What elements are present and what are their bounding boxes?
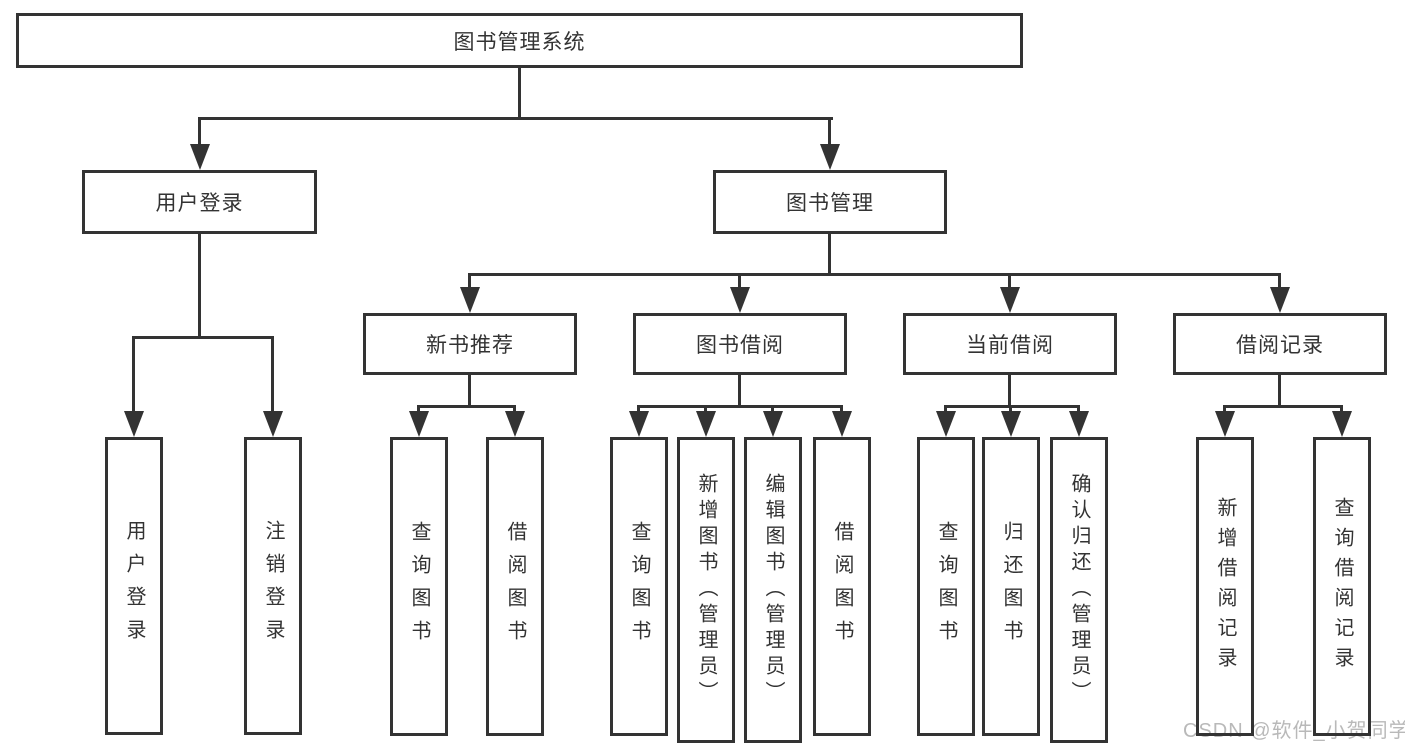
arrowhead-icon xyxy=(936,411,956,437)
connector-new-book-hline xyxy=(417,405,516,408)
leaf-confirm-return-admin-label: 确认归还（管理员） xyxy=(1068,473,1090,707)
leaf-query-books-current-label: 查询图书 xyxy=(935,520,957,653)
connector-book-mgmt-drop-3 xyxy=(1008,273,1011,290)
leaf-borrow-books-label: 借阅图书 xyxy=(831,520,853,653)
node-new-book-recommend-label: 新书推荐 xyxy=(426,334,514,357)
arrowhead-icon xyxy=(124,411,144,437)
connector-borrowing-drop-4 xyxy=(840,405,843,414)
connector-book-mgmt-drop-4 xyxy=(1278,273,1281,290)
leaf-add-borrow-record: 新增借阅记录 xyxy=(1196,437,1254,736)
arrowhead-icon xyxy=(629,411,649,437)
connector-borrowing-hline xyxy=(637,405,843,408)
arrowhead-icon xyxy=(730,287,750,313)
arrowhead-icon xyxy=(1069,411,1089,437)
connector-user-login-drop-1 xyxy=(132,336,135,414)
arrowhead-icon xyxy=(1001,411,1021,437)
leaf-query-books-current: 查询图书 xyxy=(917,437,975,736)
connector-user-login-stem xyxy=(198,234,201,339)
node-new-book-recommend: 新书推荐 xyxy=(363,313,577,375)
connector-current-drop-3 xyxy=(1077,405,1080,414)
connector-current-hline xyxy=(944,405,1080,408)
connector-book-mgmt-drop-2 xyxy=(738,273,741,290)
arrowhead-icon xyxy=(763,411,783,437)
leaf-borrow-books-recommend-label: 借阅图书 xyxy=(504,520,526,653)
connector-records-hline xyxy=(1223,405,1343,408)
arrowhead-icon xyxy=(263,411,283,437)
arrowhead-icon xyxy=(505,411,525,437)
connector-book-mgmt-stem xyxy=(828,234,831,276)
leaf-add-borrow-record-label: 新增借阅记录 xyxy=(1214,496,1236,677)
arrowhead-icon xyxy=(1332,411,1352,437)
connector-records-stem xyxy=(1278,375,1281,408)
node-borrowing-records-label: 借阅记录 xyxy=(1236,334,1324,357)
node-book-management: 图书管理 xyxy=(713,170,947,234)
connector-records-drop-2 xyxy=(1340,405,1343,414)
connector-current-drop-2 xyxy=(1009,405,1012,414)
leaf-query-borrow-record-label: 查询借阅记录 xyxy=(1331,496,1353,677)
connector-borrowing-drop-1 xyxy=(637,405,640,414)
leaf-query-borrow-record: 查询借阅记录 xyxy=(1313,437,1371,736)
connector-new-book-stem xyxy=(468,375,471,408)
leaf-logout-label: 注销登录 xyxy=(262,520,284,652)
arrowhead-icon xyxy=(1000,287,1020,313)
leaf-add-books-admin: 新增图书（管理员） xyxy=(677,437,735,743)
node-book-management-label: 图书管理 xyxy=(786,192,874,215)
node-borrowing-records: 借阅记录 xyxy=(1173,313,1387,375)
node-current-borrowing: 当前借阅 xyxy=(903,313,1117,375)
connector-borrowing-drop-3 xyxy=(771,405,774,414)
connector-root-stem xyxy=(518,68,521,120)
leaf-confirm-return-admin: 确认归还（管理员） xyxy=(1050,437,1108,743)
node-user-login: 用户登录 xyxy=(82,170,317,234)
leaf-user-login-label: 用户登录 xyxy=(123,520,145,652)
node-root: 图书管理系统 xyxy=(16,13,1023,68)
leaf-return-books-label: 归还图书 xyxy=(1000,520,1022,653)
node-user-login-label: 用户登录 xyxy=(155,192,244,215)
connector-borrowing-drop-2 xyxy=(704,405,707,414)
arrowhead-icon xyxy=(190,144,210,170)
connector-user-login-hline xyxy=(132,336,274,339)
arrowhead-icon xyxy=(460,287,480,313)
arrowhead-icon xyxy=(1270,287,1290,313)
arrowhead-icon xyxy=(820,144,840,170)
node-book-borrowing: 图书借阅 xyxy=(633,313,847,375)
watermark: CSDN @软件_小贺同学 xyxy=(1183,720,1405,742)
arrowhead-icon xyxy=(696,411,716,437)
connector-current-drop-1 xyxy=(944,405,947,414)
arrowhead-icon xyxy=(409,411,429,437)
arrowhead-icon xyxy=(832,411,852,437)
node-current-borrowing-label: 当前借阅 xyxy=(966,334,1054,357)
leaf-borrow-books: 借阅图书 xyxy=(813,437,871,736)
arrowhead-icon xyxy=(1215,411,1235,437)
leaf-return-books: 归还图书 xyxy=(982,437,1040,736)
leaf-edit-books-admin-label: 编辑图书（管理员） xyxy=(762,473,784,707)
connector-root-drop-right xyxy=(828,117,831,147)
leaf-add-books-admin-label: 新增图书（管理员） xyxy=(695,473,717,707)
connector-book-mgmt-drop-1 xyxy=(468,273,471,290)
connector-records-drop-1 xyxy=(1223,405,1226,414)
connector-new-book-drop-1 xyxy=(417,405,420,414)
leaf-user-login: 用户登录 xyxy=(105,437,163,735)
leaf-query-books-recommend: 查询图书 xyxy=(390,437,448,736)
connector-root-hline xyxy=(198,117,833,120)
connector-borrowing-stem xyxy=(738,375,741,408)
node-root-label: 图书管理系统 xyxy=(453,30,586,54)
leaf-query-books-borrowing: 查询图书 xyxy=(610,437,668,736)
connector-new-book-drop-2 xyxy=(513,405,516,414)
leaf-query-books-borrowing-label: 查询图书 xyxy=(628,520,650,653)
leaf-logout: 注销登录 xyxy=(244,437,302,735)
connector-current-stem xyxy=(1008,375,1011,408)
connector-user-login-drop-2 xyxy=(271,336,274,414)
connector-book-mgmt-hline xyxy=(468,273,1281,276)
node-book-borrowing-label: 图书借阅 xyxy=(696,334,784,357)
connector-root-drop-left xyxy=(198,117,201,147)
leaf-borrow-books-recommend: 借阅图书 xyxy=(486,437,544,736)
leaf-query-books-recommend-label: 查询图书 xyxy=(408,520,430,653)
leaf-edit-books-admin: 编辑图书（管理员） xyxy=(744,437,802,743)
